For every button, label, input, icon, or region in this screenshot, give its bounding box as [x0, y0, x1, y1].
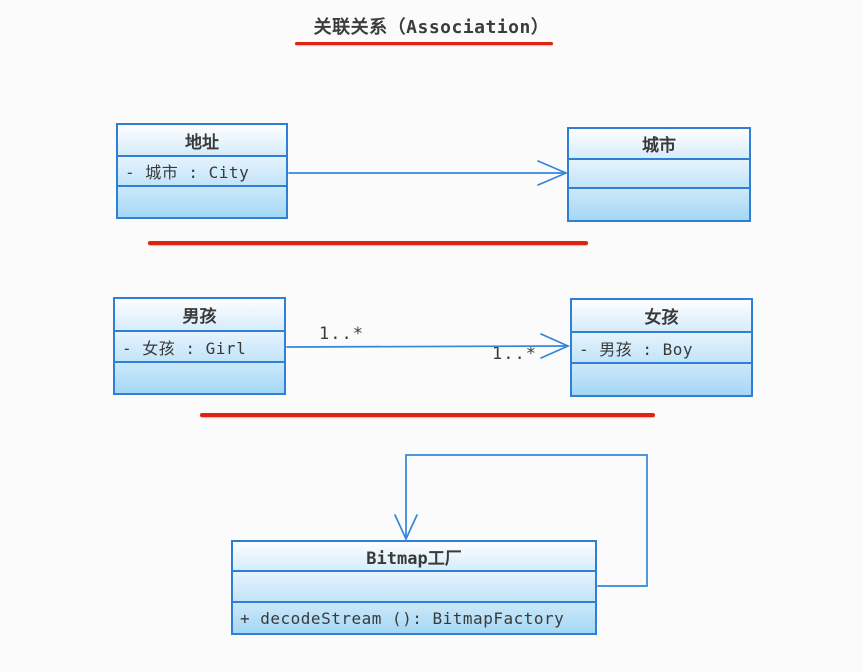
- class-title-address: 地址: [118, 125, 286, 155]
- open-arrowhead-down-icon: [394, 514, 418, 542]
- class-methods-empty: [115, 361, 284, 393]
- class-attribute-boy: - 女孩 : Girl: [115, 330, 284, 361]
- separator-line-2: [200, 413, 655, 417]
- class-box-boy: 男孩 - 女孩 : Girl: [113, 297, 286, 395]
- class-title-girl: 女孩: [572, 300, 751, 331]
- class-attributes-empty: [569, 158, 749, 187]
- class-methods-empty: [118, 185, 286, 217]
- class-title-bitmap-factory: Bitmap工厂: [233, 542, 595, 570]
- multiplicity-label-target: 1..*: [492, 344, 537, 364]
- separator-line-1: [148, 241, 588, 245]
- class-attributes-empty: [233, 570, 595, 601]
- page-title: 关联关系（Association）: [313, 17, 550, 38]
- multiplicity-label-source: 1..*: [319, 324, 364, 344]
- class-box-bitmap-factory: Bitmap工厂 + decodeStream (): BitmapFactor…: [231, 540, 597, 635]
- class-title-boy: 男孩: [115, 299, 284, 330]
- class-box-girl: 女孩 - 男孩 : Boy: [570, 298, 753, 397]
- class-title-city: 城市: [569, 129, 749, 158]
- open-arrowhead-icon: [540, 333, 571, 359]
- class-box-city: 城市: [567, 127, 751, 222]
- class-method-bitmap-factory: + decodeStream (): BitmapFactory: [233, 601, 595, 633]
- title-underline: [295, 42, 553, 45]
- class-methods-empty: [572, 362, 751, 395]
- class-methods-empty: [569, 187, 749, 220]
- association-arrow-address-city: [288, 160, 569, 186]
- open-arrowhead-icon: [537, 160, 569, 186]
- class-attribute-girl: - 男孩 : Boy: [572, 331, 751, 362]
- class-attribute-address: - 城市 : City: [118, 155, 286, 185]
- class-box-address: 地址 - 城市 : City: [116, 123, 288, 219]
